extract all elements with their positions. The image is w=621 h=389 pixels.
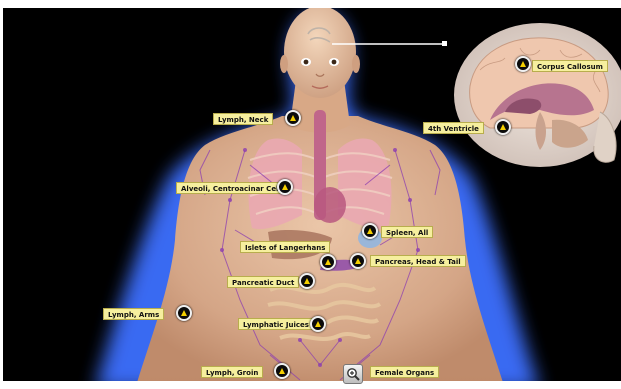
triangle-up-icon xyxy=(282,184,288,190)
label-pancreas[interactable]: Pancreas, Head & Tail xyxy=(370,255,466,267)
triangle-up-icon xyxy=(325,259,331,265)
triangle-up-icon xyxy=(367,228,373,234)
triangle-up-icon xyxy=(181,310,187,316)
triangle-up-icon xyxy=(500,124,506,130)
triangle-up-icon xyxy=(355,258,361,264)
triangle-up-icon xyxy=(290,115,296,121)
marker-alveoli[interactable] xyxy=(277,179,293,195)
label-female-organs[interactable]: Female Organs xyxy=(370,366,439,378)
label-spleen[interactable]: Spleen, All xyxy=(381,226,433,238)
marker-lymph-neck[interactable] xyxy=(285,110,301,126)
frame-bottom-border xyxy=(0,381,621,389)
label-alveoli[interactable]: Alveoli, Centroacinar Cells xyxy=(176,182,290,194)
marker-lymph-arms[interactable] xyxy=(176,305,192,321)
label-corpus-callosum[interactable]: Corpus Callosum xyxy=(532,60,608,72)
brain-inset xyxy=(454,23,621,167)
label-lymph-arms[interactable]: Lymph, Arms xyxy=(103,308,164,320)
marker-islets[interactable] xyxy=(320,254,336,270)
label-lymphatic-juices[interactable]: Lymphatic Juices xyxy=(238,318,314,330)
frame-top-border xyxy=(0,0,621,8)
marker-pancreatic-duct[interactable] xyxy=(299,273,315,289)
marker-lymphatic-juices[interactable] xyxy=(310,316,326,332)
marker-4th-ventricle[interactable] xyxy=(495,119,511,135)
marker-corpus-callosum[interactable] xyxy=(515,56,531,72)
frame-left-border xyxy=(0,0,3,389)
label-islets[interactable]: Islets of Langerhans xyxy=(240,241,330,253)
triangle-up-icon xyxy=(315,321,321,327)
label-lymph-neck[interactable]: Lymph, Neck xyxy=(213,113,273,125)
marker-spleen[interactable] xyxy=(362,223,378,239)
label-lymph-groin[interactable]: Lymph, Groin xyxy=(201,366,263,378)
triangle-up-icon xyxy=(279,368,285,374)
zoom-button[interactable] xyxy=(343,364,363,384)
marker-pancreas[interactable] xyxy=(350,253,366,269)
head-shape xyxy=(284,6,356,98)
marker-lymph-groin[interactable] xyxy=(274,363,290,379)
label-pancreatic-duct[interactable]: Pancreatic Duct xyxy=(227,276,299,288)
triangle-up-icon xyxy=(304,278,310,284)
label-4th-ventricle[interactable]: 4th Ventricle xyxy=(423,122,484,134)
triangle-up-icon xyxy=(520,61,526,67)
zoom-in-icon xyxy=(346,367,360,381)
